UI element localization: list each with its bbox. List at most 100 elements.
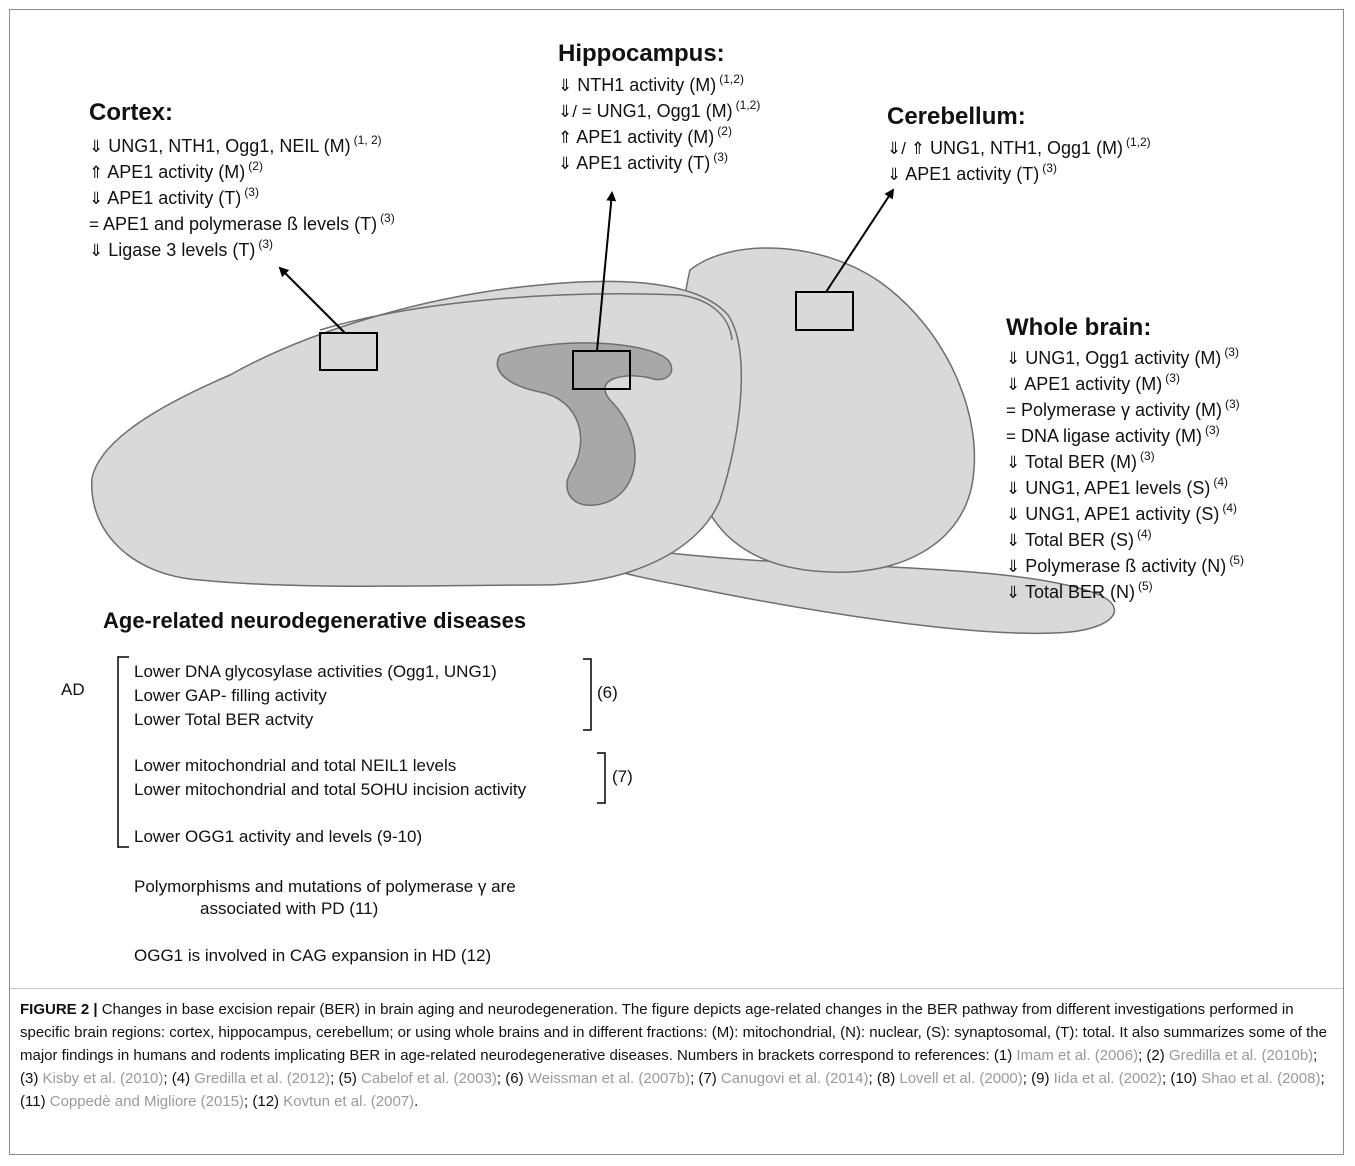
cerebellum-arrow — [825, 188, 895, 293]
caption-text: ; (12) — [244, 1093, 284, 1110]
reference-link[interactable]: Imam et al. (2006) — [1016, 1047, 1139, 1064]
hippocampus-region — [496, 342, 673, 506]
cerebellum-findings: ⇓/ ⇑ UNG1, NTH1, Ogg1 (M)(1,2)⇓ APE1 act… — [887, 129, 1151, 184]
disease-finding: Lower GAP- filling activity — [134, 686, 327, 705]
pd-finding-line1: Polymorphisms and mutations of polymeras… — [134, 877, 516, 896]
finding-reference: (5) — [1137, 579, 1153, 593]
figure-caption: FIGURE 2 | Changes in base excision repa… — [20, 998, 1336, 1113]
ad-group1-list: Lower DNA glycosylase activities (Ogg1, … — [134, 660, 497, 732]
finding-reference: (3) — [1205, 423, 1220, 437]
finding-reference: (2) — [248, 159, 263, 173]
whole-brain-title: Whole brain: — [1006, 314, 1152, 341]
cerebrum-shape — [91, 280, 743, 587]
finding-text: UNG1, APE1 levels (S) — [1025, 478, 1211, 498]
finding-text: UNG1, APE1 activity (S) — [1025, 504, 1220, 524]
finding-reference: (1, 2) — [353, 133, 382, 147]
change-arrow-icon: ⇓ — [1006, 479, 1021, 498]
caption-text: ; (4) — [163, 1070, 195, 1087]
finding-line: ⇓ NTH1 activity (M)(1,2) — [558, 66, 760, 95]
finding-reference: (3) — [1042, 161, 1057, 175]
reference-link[interactable]: Coppedè and Migliore (2015) — [49, 1093, 245, 1110]
cerebellum-box — [795, 291, 854, 331]
change-arrow-icon: ⇓ — [89, 189, 104, 208]
reference-link[interactable]: Kovtun et al. (2007) — [283, 1093, 415, 1110]
disease-finding: Lower DNA glycosylase activities (Ogg1, … — [134, 662, 497, 681]
cortex-title: Cortex: — [89, 99, 174, 126]
finding-reference: (1,2) — [1126, 135, 1151, 149]
finding-line: ⇓ Polymerase ß activity (N)(5) — [1006, 547, 1244, 576]
change-arrow-icon: ⇓ — [1006, 349, 1021, 368]
change-arrow-icon: ⇓/ = — [558, 102, 592, 121]
finding-line: ⇓ Total BER (N)(5) — [1006, 573, 1244, 602]
finding-text: APE1 and polymerase ß levels (T) — [102, 214, 378, 234]
hippocampus-arrow — [596, 191, 617, 352]
caption-text: ; (8) — [868, 1070, 900, 1087]
finding-text: Total BER (S) — [1024, 530, 1134, 550]
finding-reference: (3) — [244, 185, 259, 199]
finding-text: Total BER (M) — [1024, 452, 1137, 472]
finding-reference: (1,2) — [719, 72, 744, 86]
reference-link[interactable]: Lovell et al. (2000) — [899, 1070, 1023, 1087]
change-arrow-icon: ⇑ — [558, 128, 573, 147]
diseases-title: Age-related neurodegenerative diseases — [103, 608, 527, 633]
change-arrow-icon: ⇓ — [558, 154, 573, 173]
finding-line: ⇓ Total BER (S)(4) — [1006, 521, 1244, 550]
finding-text: APE1 activity (T) — [905, 164, 1040, 184]
hippocampus-findings: ⇓ NTH1 activity (M)(1,2)⇓/ = UNG1, Ogg1 … — [558, 66, 760, 173]
cortex-box — [319, 332, 378, 371]
change-arrow-icon: ⇑ — [89, 163, 104, 182]
caption-text: ; (5) — [330, 1070, 361, 1087]
reference-link[interactable]: Kisby et al. (2010) — [42, 1070, 164, 1087]
hippocampus-title: Hippocampus: — [558, 40, 725, 67]
reference-link[interactable]: Cabelof et al. (2003) — [361, 1070, 497, 1087]
reference-link[interactable]: Iida et al. (2002) — [1053, 1070, 1163, 1087]
finding-line: ⇓ UNG1, APE1 levels (S)(4) — [1006, 469, 1244, 498]
pd-finding-line2: associated with PD (11) — [200, 899, 379, 918]
ad-outer-bracket — [117, 656, 129, 848]
caption-text: ; (9) — [1022, 1070, 1054, 1087]
brainstem-shape — [469, 514, 1116, 635]
finding-line: ⇓ UNG1, Ogg1 activity (M)(3) — [1006, 339, 1244, 368]
reference-link[interactable]: Canugovi et al. (2014) — [720, 1070, 869, 1087]
change-arrow-icon: ⇓ — [1006, 557, 1021, 576]
change-arrow-icon: ⇓ — [1006, 453, 1021, 472]
reference-link[interactable]: Weissman et al. (2007b) — [527, 1070, 691, 1087]
finding-line: ⇓/ = UNG1, Ogg1 (M)(1,2) — [558, 92, 760, 121]
hippocampus-box — [572, 350, 631, 390]
caption-text: . — [414, 1093, 419, 1110]
finding-line: = DNA ligase activity (M)(3) — [1006, 417, 1244, 446]
cerebellum-title: Cerebellum: — [887, 103, 1026, 130]
change-arrow-icon: ⇓ — [1006, 583, 1021, 602]
reference-link[interactable]: Gredilla et al. (2012) — [194, 1070, 331, 1087]
finding-reference: (3) — [1224, 345, 1239, 359]
change-arrow-icon: = — [89, 215, 99, 234]
finding-line: ⇓/ ⇑ UNG1, NTH1, Ogg1 (M)(1,2) — [887, 129, 1151, 158]
reference-link[interactable]: Gredilla et al. (2010b) — [1168, 1047, 1314, 1064]
change-arrow-icon: = — [1006, 401, 1016, 420]
cortex-findings: ⇓ UNG1, NTH1, Ogg1, NEIL (M)(1, 2)⇑ APE1… — [89, 127, 395, 260]
reference-link[interactable]: Shao et al. (2008) — [1201, 1070, 1321, 1087]
group1-bracket — [583, 658, 592, 731]
cerebrum-fold — [319, 293, 733, 341]
finding-text: APE1 activity (M) — [576, 127, 715, 147]
finding-line: = Polymerase γ activity (M)(3) — [1006, 391, 1244, 420]
whole-brain-findings: ⇓ UNG1, Ogg1 activity (M)(3)⇓ APE1 activ… — [1006, 339, 1244, 602]
group2-bracket — [597, 752, 606, 804]
finding-text: DNA ligase activity (M) — [1020, 426, 1202, 446]
disease-finding: Lower Total BER actvity — [134, 710, 314, 729]
caption-text: ; (6) — [496, 1070, 528, 1087]
finding-text: Ligase 3 levels (T) — [108, 240, 256, 260]
finding-text: APE1 activity (T) — [576, 153, 711, 173]
change-arrow-icon: ⇓ — [89, 241, 104, 260]
finding-reference: (4) — [1136, 527, 1152, 541]
finding-text: APE1 activity (M) — [1024, 374, 1163, 394]
finding-text: Total BER (N) — [1024, 582, 1135, 602]
caption-text: ; (11) — [20, 1070, 1325, 1110]
disease-finding: Lower mitochondrial and total NEIL1 leve… — [134, 756, 457, 775]
finding-line: = APE1 and polymerase ß levels (T)(3) — [89, 205, 395, 234]
change-arrow-icon: ⇓ — [89, 137, 104, 156]
hd-finding: OGG1 is involved in CAG expansion in HD … — [134, 946, 492, 965]
finding-line: ⇓ APE1 activity (M)(3) — [1006, 365, 1244, 394]
caption-text: ; (3) — [20, 1047, 1318, 1087]
finding-text: UNG1, Ogg1 (M) — [596, 101, 733, 121]
